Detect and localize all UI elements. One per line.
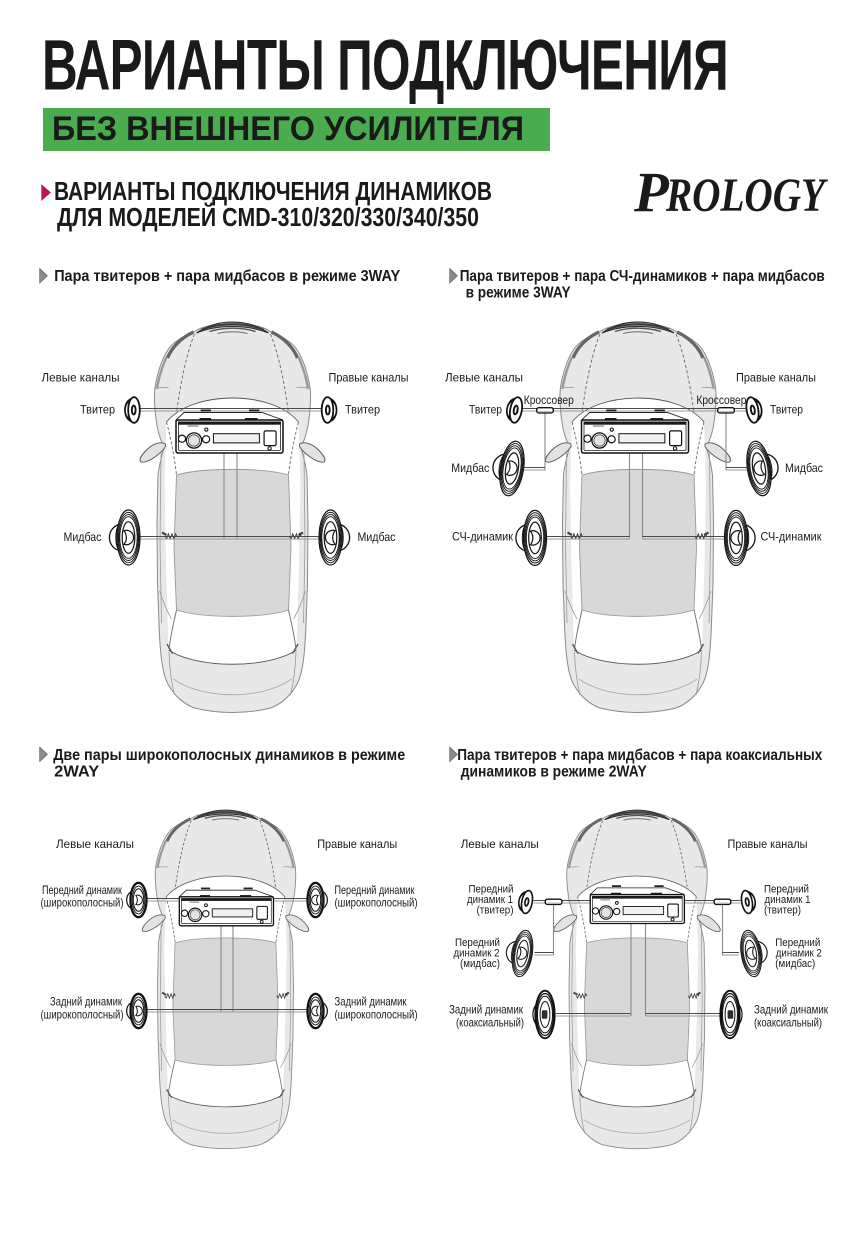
svg-text:Левые каналы: Левые каналы <box>42 371 120 385</box>
svg-text:Твитер: Твитер <box>345 403 380 417</box>
svg-text:Правые каналы: Правые каналы <box>728 837 808 851</box>
svg-text:Передний: Передний <box>469 884 514 896</box>
svg-text:Левые каналы: Левые каналы <box>461 837 539 851</box>
svg-text:СЧ-динамик: СЧ-динамик <box>761 530 823 544</box>
svg-text:Правые каналы: Правые каналы <box>329 371 409 385</box>
svg-text:динамик 1: динамик 1 <box>467 894 513 906</box>
svg-text:2WAY: 2WAY <box>54 764 99 781</box>
svg-text:Мидбас: Мидбас <box>785 461 823 475</box>
svg-text:Пара твитеров + пара мидбасов: Пара твитеров + пара мидбасов + пара коа… <box>457 747 822 764</box>
svg-text:(широкополосный): (широкополосный) <box>335 895 418 909</box>
svg-text:Задний динамик: Задний динамик <box>449 1003 524 1017</box>
svg-text:Передний: Передний <box>764 884 809 896</box>
svg-text:Передний динамик: Передний динамик <box>335 883 416 897</box>
svg-text:Передний: Передний <box>455 937 500 949</box>
svg-text:Правые каналы: Правые каналы <box>317 837 397 851</box>
svg-text:Левые каналы: Левые каналы <box>445 371 523 385</box>
svg-text:Передний динамик: Передний динамик <box>42 883 123 897</box>
svg-text:динамик 1: динамик 1 <box>765 894 811 906</box>
svg-text:Левые каналы: Левые каналы <box>56 837 134 851</box>
svg-text:в режиме 3WAY: в режиме 3WAY <box>466 285 571 302</box>
svg-text:динамик 2: динамик 2 <box>454 948 500 960</box>
svg-text:Твитер: Твитер <box>469 403 502 417</box>
svg-text:динамиков в режиме 2WAY: динамиков в режиме 2WAY <box>461 764 647 781</box>
svg-text:(широкополосный): (широкополосный) <box>41 895 124 909</box>
svg-text:ВАРИАНТЫ ПОДКЛЮЧЕНИЯ ДИНАМИКОВ: ВАРИАНТЫ ПОДКЛЮЧЕНИЯ ДИНАМИКОВ <box>54 176 492 206</box>
svg-text:(твитер): (твитер) <box>764 904 801 916</box>
svg-text:СЧ-динамик: СЧ-динамик <box>452 530 514 544</box>
svg-text:ROLOGY: ROLOGY <box>665 169 828 222</box>
svg-text:БЕЗ ВНЕШНЕГО УСИЛИТЕЛЯ: БЕЗ ВНЕШНЕГО УСИЛИТЕЛЯ <box>52 110 524 148</box>
svg-text:Задний динамик: Задний динамик <box>754 1003 829 1017</box>
svg-text:P: P <box>633 161 670 224</box>
svg-text:Пара твитеров + пара мидбасов: Пара твитеров + пара мидбасов в режиме 3… <box>54 268 400 285</box>
svg-text:Мидбас: Мидбас <box>64 530 102 544</box>
svg-text:(коаксиальный): (коаксиальный) <box>754 1015 822 1029</box>
svg-text:Две пары широкополосных динами: Две пары широкополосных динамиков в режи… <box>53 747 405 764</box>
svg-text:Пара твитеров + пара СЧ-динами: Пара твитеров + пара СЧ-динамиков + пара… <box>460 268 825 285</box>
svg-text:Твитер: Твитер <box>80 403 115 417</box>
svg-text:Задний динамик: Задний динамик <box>50 995 123 1009</box>
svg-text:Мидбас: Мидбас <box>358 530 396 544</box>
svg-text:Мидбас: Мидбас <box>451 461 489 475</box>
svg-text:Передний: Передний <box>775 937 820 949</box>
svg-text:(мидбас): (мидбас) <box>775 958 815 970</box>
svg-text:(широкополосный): (широкополосный) <box>41 1008 124 1022</box>
svg-text:ВАРИАНТЫ ПОДКЛЮЧЕНИЯ: ВАРИАНТЫ ПОДКЛЮЧЕНИЯ <box>42 27 728 106</box>
svg-text:(коаксиальный): (коаксиальный) <box>456 1015 524 1029</box>
svg-text:Задний динамик: Задний динамик <box>335 995 408 1009</box>
svg-text:(широкополосный): (широкополосный) <box>335 1008 418 1022</box>
svg-text:динамик 2: динамик 2 <box>776 948 822 960</box>
svg-text:(мидбас): (мидбас) <box>460 958 500 970</box>
svg-text:ДЛЯ МОДЕЛЕЙ CMD-310/320/330/34: ДЛЯ МОДЕЛЕЙ CMD-310/320/330/340/350 <box>57 202 479 232</box>
svg-text:Кроссовер: Кроссовер <box>524 393 574 407</box>
svg-text:Правые каналы: Правые каналы <box>736 371 816 385</box>
svg-text:Кроссовер: Кроссовер <box>696 393 746 407</box>
svg-text:(твитер): (твитер) <box>477 904 514 916</box>
svg-text:Твитер: Твитер <box>770 403 803 417</box>
